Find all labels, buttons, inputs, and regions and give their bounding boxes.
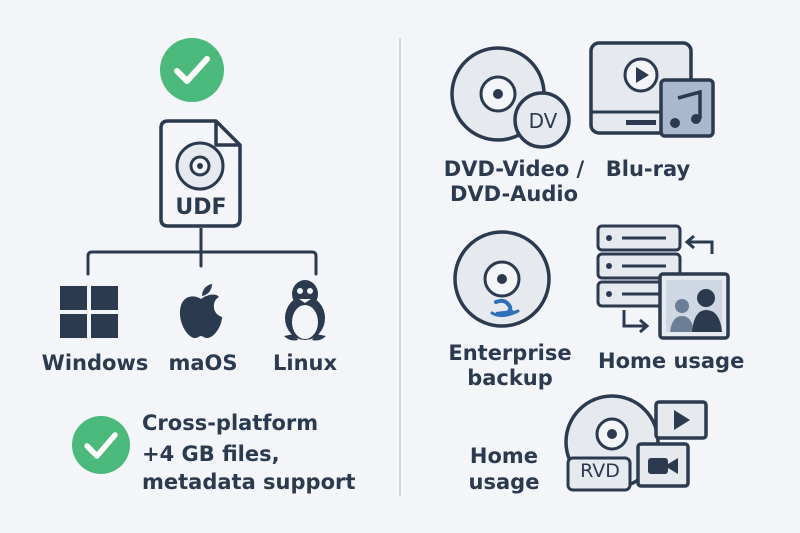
check-icon-bottom [70,414,132,476]
server-photo-icon [594,222,734,342]
linux-tux-icon [276,278,334,344]
benefit-large-files: +4 GB files, [142,442,280,466]
udf-file-icon [158,118,244,230]
bluray-disc-icon [452,229,552,329]
rvd-disc-icon [562,392,712,498]
platform-label-macos: maOS [168,351,238,375]
bluray-label: Blu-ray [605,157,691,181]
check-icon-top [158,36,226,104]
home-usage-label-a: Home usage [598,349,745,373]
dvd-disc-icon [448,44,573,149]
home-usage-label-b-line1: Home [469,444,539,468]
enterprise-label-line1: Enterprise [448,341,572,365]
dvd-label-line1: DVD-Video / [443,157,585,181]
home-usage-label-b-line2: usage [468,470,540,494]
udf-label: UDF [175,195,227,220]
benefit-metadata: metadata support [142,470,356,494]
dvd-label-line2: DVD-Audio [449,182,579,206]
connector-tree [80,228,330,278]
platform-label-linux: Linux [272,351,338,375]
panel-divider [399,38,401,496]
windows-logo-icon [58,284,120,340]
dvd-badge-text: DV [528,109,558,133]
bluray-player-icon [588,40,718,140]
platform-label-windows: Windows [41,351,149,375]
rvd-badge-text: RVD [580,460,620,482]
enterprise-label-line2: backup [467,366,553,390]
benefit-cross-platform: Cross-platform [142,411,319,435]
apple-logo-icon [176,282,226,340]
